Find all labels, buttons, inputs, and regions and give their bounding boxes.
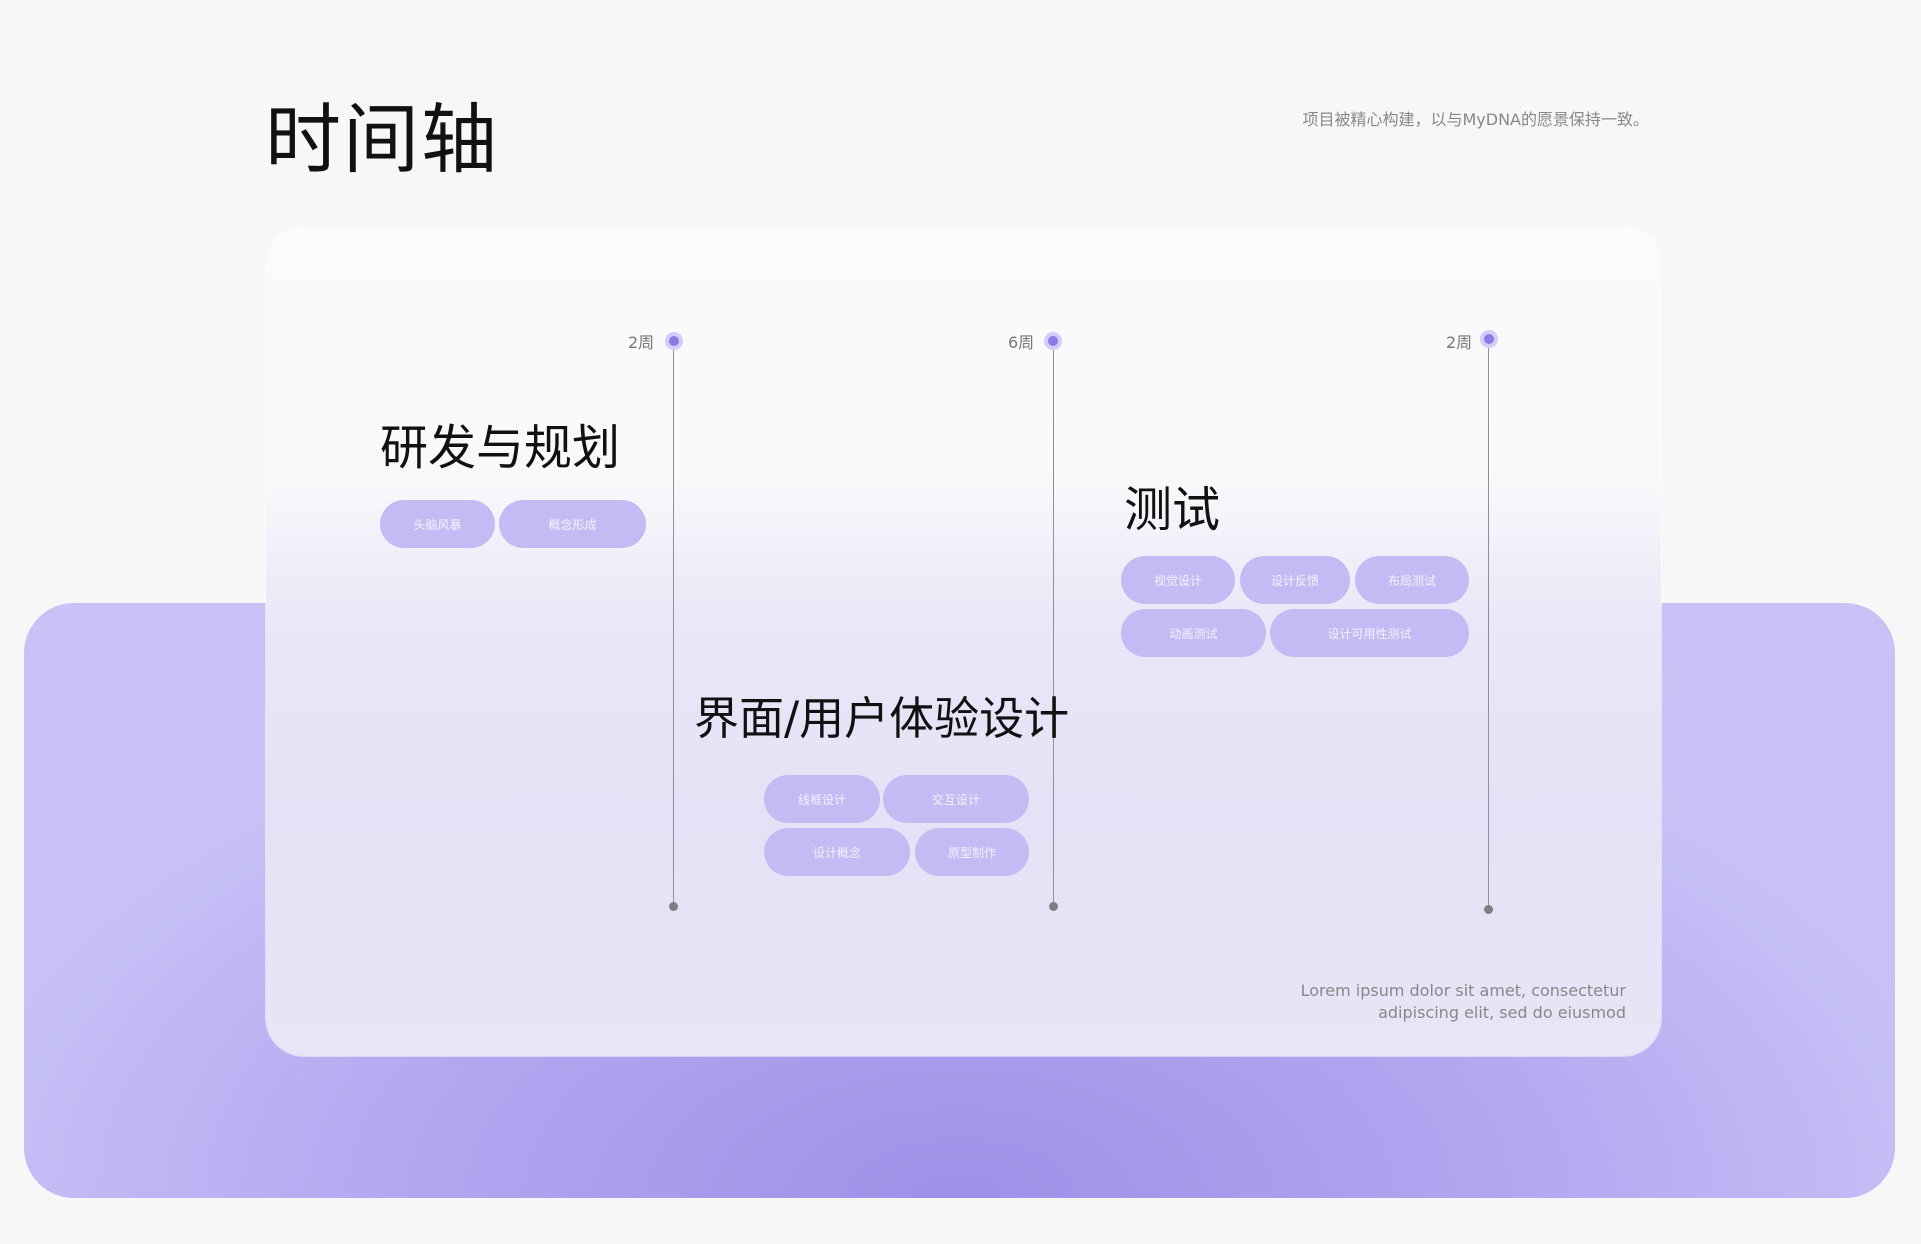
milestone-end-dot [1049, 902, 1058, 911]
milestone-duration: 2周 [1446, 333, 1473, 352]
task-chip[interactable]: 设计可用性测试 [1270, 609, 1469, 657]
task-chip[interactable]: 设计概念 [764, 828, 910, 876]
milestone-start-dot [1480, 330, 1498, 348]
phase-title: 研发与规划 [380, 420, 621, 476]
page-subtitle: 项目被精心构建，以与MyDNA的愿景保持一致。 [1302, 110, 1649, 129]
milestone-end-dot [1484, 905, 1493, 914]
task-chip[interactable]: 头脑风暴 [380, 500, 495, 548]
milestone-line [1053, 350, 1054, 906]
task-chip[interactable]: 交互设计 [883, 775, 1029, 823]
milestone-start-dot [665, 332, 683, 350]
milestone-duration: 2周 [628, 333, 655, 352]
milestone-duration: 6周 [1008, 333, 1035, 352]
task-chip[interactable]: 线框设计 [764, 775, 880, 823]
footer-note: Lorem ipsum dolor sit amet, consectetur … [1300, 981, 1626, 1022]
task-chip[interactable]: 原型制作 [915, 828, 1029, 876]
task-chip[interactable]: 视觉设计 [1121, 556, 1235, 604]
milestone-end-dot [669, 902, 678, 911]
task-chip[interactable]: 设计反馈 [1240, 556, 1350, 604]
phase-title: 界面/用户体验设计 [694, 692, 1070, 745]
task-chip[interactable]: 动画测试 [1121, 609, 1266, 657]
page-title: 时间轴 [265, 95, 499, 184]
task-chip[interactable]: 布局测试 [1355, 556, 1469, 604]
milestone-line [673, 350, 674, 906]
phase-title: 测试 [1124, 482, 1221, 538]
milestone-start-dot [1044, 332, 1062, 350]
milestone-line [1488, 348, 1489, 908]
task-chip[interactable]: 概念形成 [499, 500, 646, 548]
